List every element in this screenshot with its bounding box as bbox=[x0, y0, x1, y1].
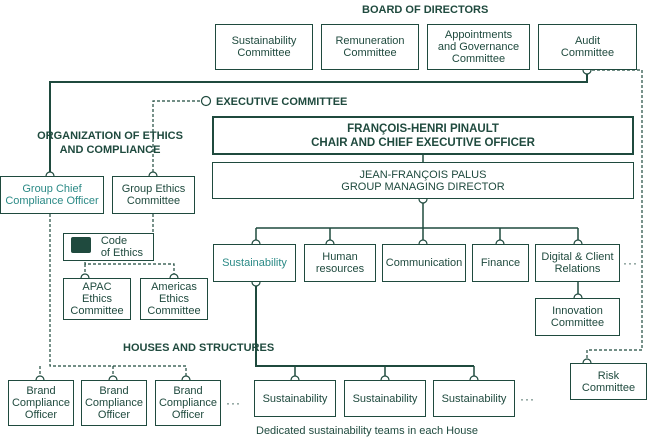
brand-compliance-officer: Brand Compliance Officer bbox=[155, 380, 221, 426]
group-chief-compliance-officer: Group Chief Compliance Officer bbox=[0, 176, 104, 214]
innovation-committee: Innovation Committee bbox=[535, 298, 620, 336]
apac-ethics-committee: APAC Ethics Committee bbox=[63, 278, 131, 320]
house-teams-more-ellipsis: ··· bbox=[520, 392, 535, 406]
dept-digital-client-relations: Digital & Client Relations bbox=[535, 244, 620, 282]
sustainability-committee: Sustainability Committee bbox=[215, 24, 313, 70]
house-sustainability-team: Sustainability bbox=[344, 380, 426, 417]
executive-committee-heading: EXECUTIVE COMMITTEE bbox=[216, 96, 348, 108]
house-sustainability-team: Sustainability bbox=[254, 380, 336, 417]
house-teams-caption: Dedicated sustainability teams in each H… bbox=[256, 425, 478, 437]
brand-compliance-officer: Brand Compliance Officer bbox=[81, 380, 147, 426]
dept-sustainability: Sustainability bbox=[213, 244, 296, 282]
book-icon bbox=[71, 237, 91, 253]
ceo-box: FRANÇOIS-HENRI PINAULT CHAIR AND CHIEF E… bbox=[212, 116, 634, 155]
dept-finance: Finance bbox=[472, 244, 529, 282]
houses-heading: HOUSES AND STRUCTURES bbox=[123, 342, 275, 354]
dept-communication: Communication bbox=[382, 244, 466, 282]
board-heading: BOARD OF DIRECTORS bbox=[362, 4, 489, 16]
group-ethics-committee: Group Ethics Committee bbox=[112, 176, 195, 214]
audit-committee: Audit Committee bbox=[538, 24, 637, 70]
americas-ethics-committee: Americas Ethics Committee bbox=[140, 278, 208, 320]
brand-officers-more-ellipsis: ··· bbox=[226, 396, 241, 410]
house-sustainability-team: Sustainability bbox=[433, 380, 515, 417]
appointments-governance-committee: Appointments and Governance Committee bbox=[427, 24, 530, 70]
group-managing-director-box: JEAN-FRANÇOIS PALUS GROUP MANAGING DIREC… bbox=[212, 162, 634, 199]
risk-committee: Risk Committee bbox=[570, 363, 647, 400]
ethics-organization-heading: ORGANIZATION OF ETHICS AND COMPLIANCE bbox=[37, 130, 183, 156]
remuneration-committee: Remuneration Committee bbox=[321, 24, 419, 70]
brand-compliance-officer: Brand Compliance Officer bbox=[8, 380, 74, 426]
dept-human-resources: Human resources bbox=[304, 244, 376, 282]
departments-more-ellipsis: ··· bbox=[623, 256, 638, 270]
